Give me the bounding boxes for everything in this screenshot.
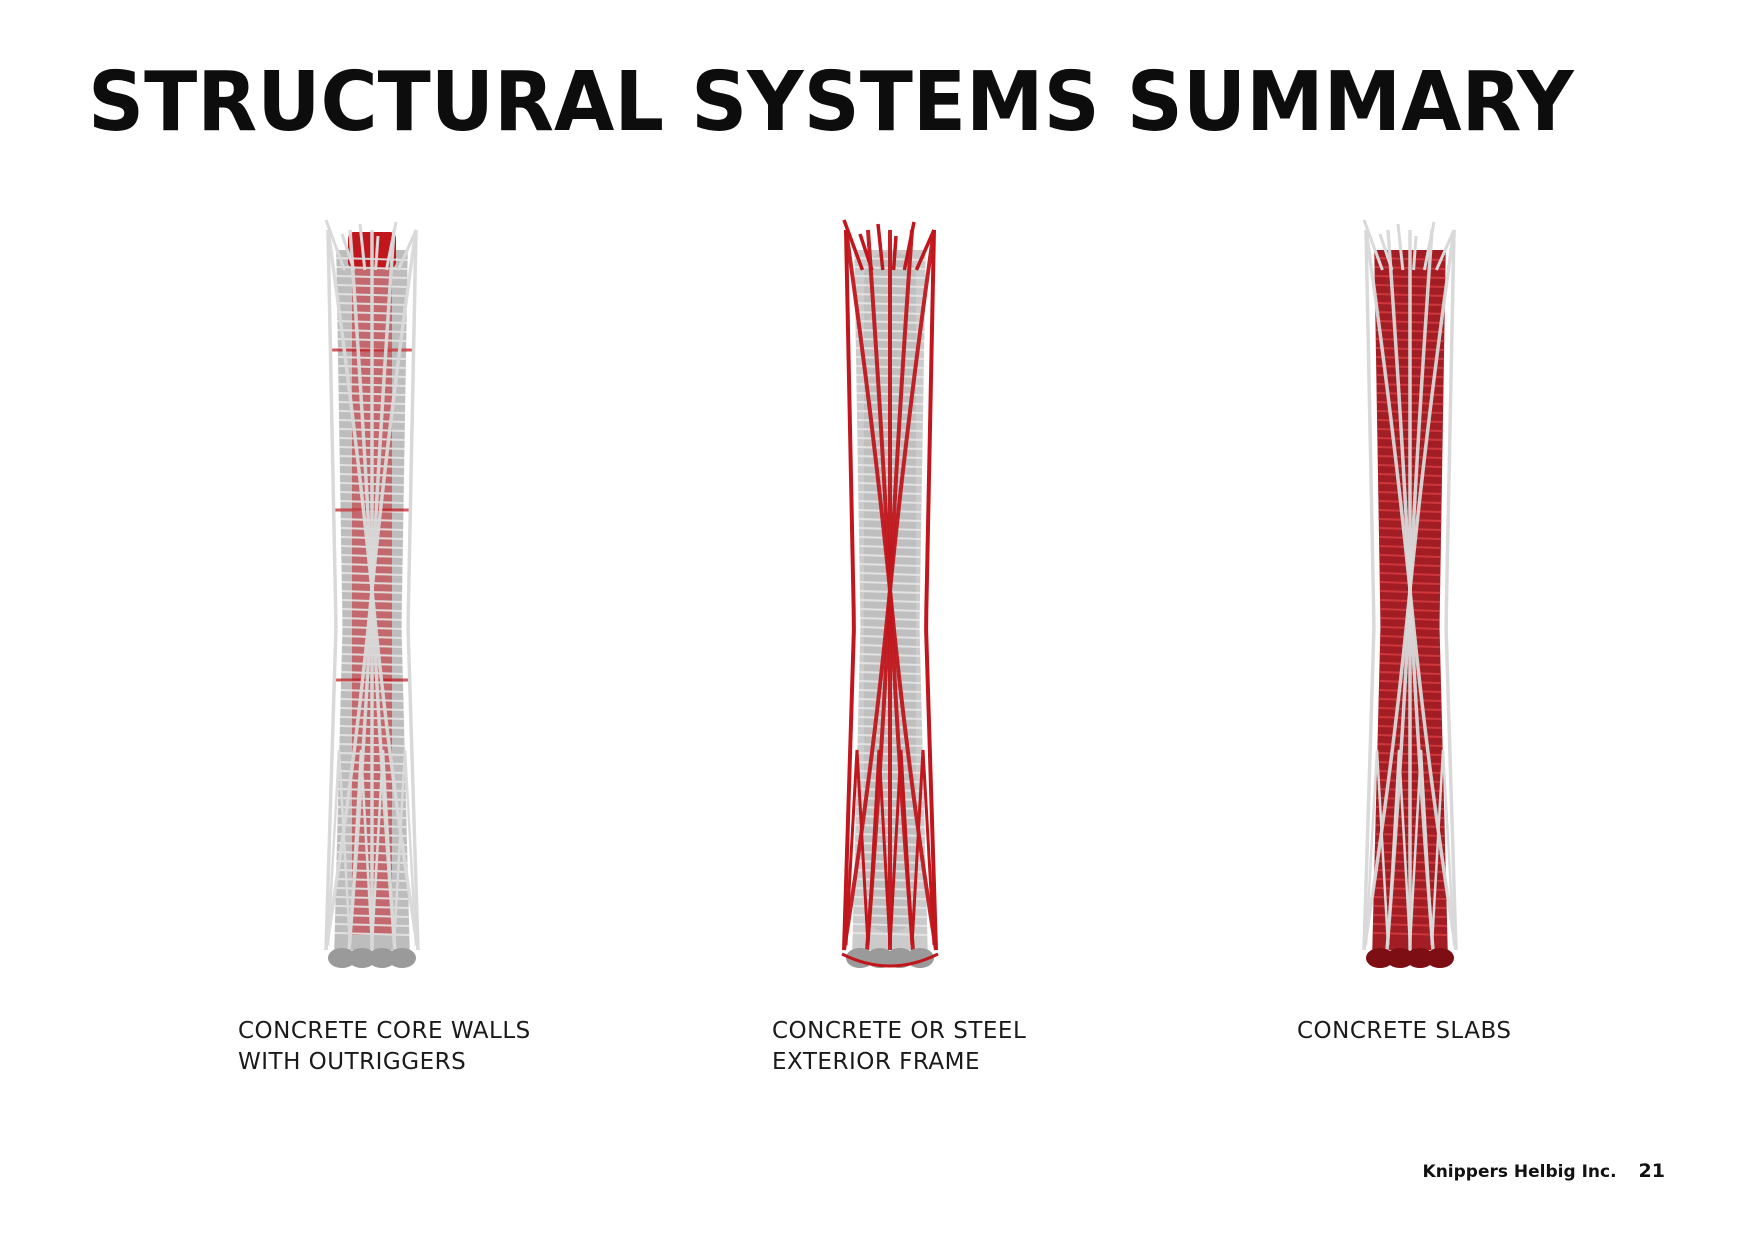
page-number: 21 (1638, 1160, 1665, 1182)
crown-spike (1378, 233, 1394, 271)
base-brace (1430, 749, 1456, 946)
caption-line: CONCRETE SLABS (1297, 1018, 1512, 1044)
base-brace (1386, 749, 1412, 946)
crown-spike (324, 219, 346, 271)
base-pod (1366, 948, 1394, 968)
base-pod (348, 948, 376, 968)
tower-exterior-frame-svg (841, 219, 939, 968)
base-brace (348, 749, 374, 946)
base-brace (866, 749, 892, 946)
caption-core-walls: CONCRETE CORE WALLS WITH OUTRIGGERS (238, 1016, 531, 1078)
caption-line: WITH OUTRIGGERS (238, 1049, 467, 1075)
crown-spike (1412, 235, 1418, 271)
base-brace (1364, 749, 1390, 946)
caption-line: CONCRETE OR STEEL (772, 1018, 1027, 1044)
edge-column (842, 229, 856, 951)
crown-spike (340, 233, 356, 271)
base-brace (392, 749, 418, 946)
edge-column (324, 229, 338, 951)
base-ring (841, 952, 939, 968)
base-brace (888, 749, 914, 946)
base-brace (326, 749, 352, 946)
edge-column (924, 229, 938, 951)
crown-spike (358, 223, 367, 271)
edge-column (1444, 229, 1458, 951)
base-pod (388, 948, 416, 968)
crown-spike (902, 221, 916, 271)
edge-column (406, 229, 420, 951)
base-brace (1408, 749, 1434, 946)
crown-spike (1396, 223, 1405, 271)
footer: Knippers Helbig Inc. 21 (1423, 1160, 1665, 1182)
crown-spike (397, 229, 418, 271)
edge-column (1362, 229, 1376, 951)
crown-spike (1422, 221, 1436, 271)
base-brace (844, 749, 870, 946)
crown-spike (384, 221, 398, 271)
base-pod (1386, 948, 1414, 968)
caption-slabs: CONCRETE SLABS (1297, 1016, 1511, 1047)
base-pod (368, 948, 396, 968)
base-pod (328, 948, 356, 968)
footer-company: Knippers Helbig Inc. (1422, 1162, 1617, 1182)
base-pod (1406, 948, 1434, 968)
crown-spike (914, 229, 936, 271)
tower-core-walls-svg (324, 219, 420, 968)
crown-spike (876, 223, 885, 271)
page-title: STRUCTURAL SYSTEMS SUMMARY (88, 55, 1574, 150)
base-brace (910, 749, 936, 946)
crown-spike (842, 219, 865, 271)
tower-slabs-svg (1362, 219, 1458, 968)
crown-spike (374, 235, 380, 271)
base-brace (370, 749, 396, 946)
caption-line: CONCRETE CORE WALLS (238, 1018, 531, 1044)
tower-core-walls-illustration (307, 210, 437, 980)
caption-line: EXTERIOR FRAME (772, 1049, 981, 1075)
crown-spike (1435, 229, 1456, 271)
tower-slabs-illustration (1345, 210, 1475, 980)
crown-spike (858, 233, 874, 271)
tower-exterior-frame-illustration (825, 210, 955, 980)
crown-spike (891, 235, 898, 271)
base-pod (1426, 948, 1454, 968)
crown-spike (1362, 219, 1384, 271)
caption-exterior-frame: CONCRETE OR STEEL EXTERIOR FRAME (772, 1016, 1026, 1078)
